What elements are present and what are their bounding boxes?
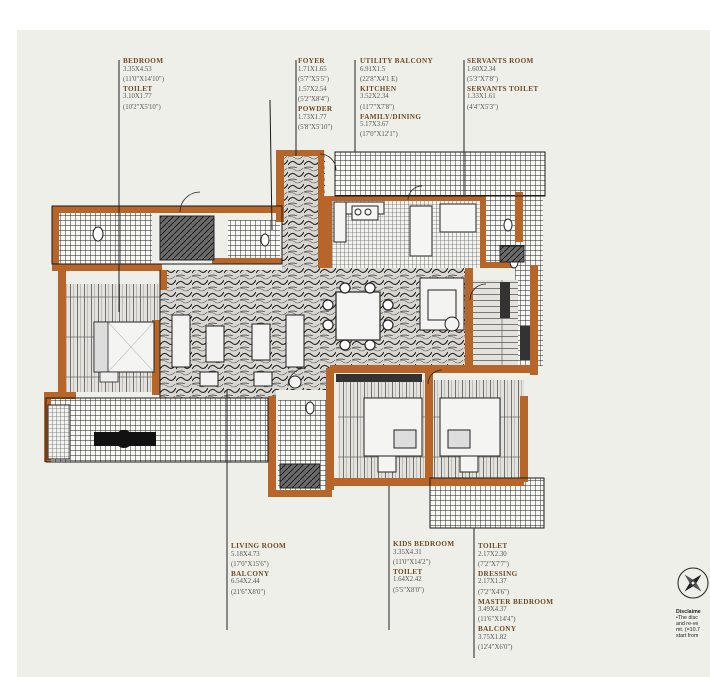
room-name: BALCONY — [231, 569, 270, 578]
room-name: LIVING ROOM — [231, 542, 287, 550]
family-sofa-icon — [419, 277, 465, 332]
utility-balcony-floor — [335, 152, 545, 196]
room-name: SERVANTS ROOM — [467, 57, 534, 65]
stove-icon — [354, 208, 372, 216]
disclaimer-line: mt. (=10.7 — [676, 627, 700, 634]
compass-icon — [677, 567, 709, 599]
room-name: TOILET — [123, 84, 153, 93]
room-dims-imperial: (7'2"X4'6") — [478, 588, 510, 596]
servants-label: SERVANTS ROOM 1.60X2.34 (5'3"X7'8") SERV… — [467, 57, 539, 114]
room-dims: 3.49X4.37 — [478, 606, 507, 614]
kids-label: KIDS BEDROOM 3.35X4.31 (11'0"X14'2") TOI… — [393, 540, 455, 597]
room-dims: 1.71X1.65 — [298, 65, 327, 73]
room-name: BALCONY — [478, 625, 517, 634]
room-dims-imperial: (22'8"X4'1 E) — [360, 75, 398, 83]
master-label: TOILET 2.17X2.30 (7'2"X7'7") DRESSING 2.… — [478, 542, 554, 654]
room-name: POWDER — [298, 105, 333, 114]
room-dims-imperial: (7'2"X7'7") — [478, 560, 510, 568]
room-name: FAMILY/DINING — [360, 112, 422, 121]
room-dims: 3.75X1.82 — [478, 634, 507, 641]
disclaimer-line: •The disc — [676, 615, 698, 622]
room-dims-imperial: (17'0"X12'1") — [360, 131, 398, 139]
room-dims: 3.52X2.34 — [360, 93, 389, 101]
room-dims: 1.60X2.34 — [467, 65, 496, 73]
room-dims: 1.33X1.61 — [467, 93, 496, 101]
walls — [44, 150, 538, 497]
room-dims-imperial: (10'2"X5'10") — [123, 103, 161, 111]
room-name: MASTER BEDROOM — [478, 597, 554, 606]
living-dining-floor — [160, 150, 472, 398]
disclaimer-line: start from — [676, 633, 699, 640]
room-dims: 3.35X4.53 — [123, 65, 152, 73]
room-dims: 5.17X3.67 — [360, 121, 389, 129]
floor-plan-drawing — [44, 60, 709, 658]
sink-icon — [159, 215, 525, 489]
balcony-right-floor — [430, 478, 544, 528]
disclaimer-text: Disclaime •The disc and re-ve mt. (=10.7… — [676, 609, 701, 639]
disclaimer-line: Disclaime — [676, 609, 701, 615]
room-name: TOILET — [393, 567, 423, 576]
living-label: LIVING ROOM 5.18X4.73 (17'0"X15'6") BALC… — [231, 542, 287, 599]
room-dims: 1.73X1.77 — [298, 113, 327, 121]
foyer-label: FOYER 1.71X1.65 (5'7"X5'5") 1.57X2.54 (5… — [298, 57, 333, 134]
leader-lines — [118, 60, 475, 658]
room-dims-imperial: (17'0"X15'6") — [231, 560, 269, 568]
room-dims-imperial: (11'0"X14'10") — [123, 75, 164, 83]
door-swing-icon — [179, 153, 487, 387]
room-name: SERVANTS TOILET — [467, 84, 539, 93]
room-name: TOILET — [478, 542, 508, 550]
room-dims: 1.57X2.54 — [298, 85, 327, 93]
room-dims: 3.35X4.31 — [393, 548, 422, 556]
room-dims: 1.64X2.42 — [393, 576, 422, 584]
room-dims-imperial: (5'8"X5'10") — [298, 123, 333, 131]
room-name: FOYER — [298, 57, 325, 65]
room-dims: 6.54X2.44 — [231, 578, 260, 586]
bed-icon — [93, 321, 155, 383]
room-dims: 2.17X2.30 — [478, 550, 507, 558]
room-dims: 5.18X4.73 — [231, 550, 260, 558]
room-name: BEDROOM — [123, 57, 164, 65]
room-dims-imperial: (11'6"X14'4") — [478, 616, 516, 624]
wardrobes — [336, 282, 530, 382]
room-dims-imperial: (11'7"X7'8") — [360, 103, 395, 111]
sofa-icon — [171, 314, 305, 389]
room-dims: 2.17X1.37 — [478, 578, 507, 586]
room-dims-imperial: (4'4"X5'3") — [467, 103, 499, 111]
floor-plan-sheet — [17, 30, 710, 677]
room-dims-imperial: (21'6"X8'0") — [231, 588, 266, 596]
room-dims-imperial: (11'0"X14'2") — [393, 558, 431, 566]
room-name: KIDS BEDROOM — [393, 540, 455, 548]
dressing-floor — [472, 280, 518, 368]
balcony-furniture — [47, 404, 156, 460]
bedroom-label: BEDROOM 3.35X4.53 (11'0"X14'10") TOILET … — [123, 57, 164, 114]
room-dims: 3.10X1.77 — [123, 93, 152, 101]
room-dims-imperial: (5'3"X7'8") — [467, 75, 499, 83]
room-dims-imperial: (5'2"X8'4") — [298, 95, 330, 103]
bedroom-beds — [363, 397, 501, 473]
room-dims: 6.91X1.5 — [360, 65, 386, 73]
room-dims-imperial: (5'5"X8'0") — [393, 586, 425, 594]
room-name: UTILITY BALCONY — [360, 57, 434, 65]
room-name: DRESSING — [478, 569, 518, 578]
powder-floor — [228, 220, 280, 264]
utility-label: UTILITY BALCONY 6.91X1.5 (22'8"X4'1 E) K… — [360, 57, 434, 141]
dining-table-icon — [322, 282, 394, 351]
room-dims-imperial: (5'7"X5'5") — [298, 75, 330, 83]
room-dims-imperial: (12'4"X6'0") — [478, 644, 513, 652]
disclaimer-line: and re-ve — [676, 621, 699, 628]
balcony-left-floor — [46, 398, 268, 462]
room-name: KITCHEN — [360, 84, 397, 93]
wall-outlines — [45, 99, 546, 529]
